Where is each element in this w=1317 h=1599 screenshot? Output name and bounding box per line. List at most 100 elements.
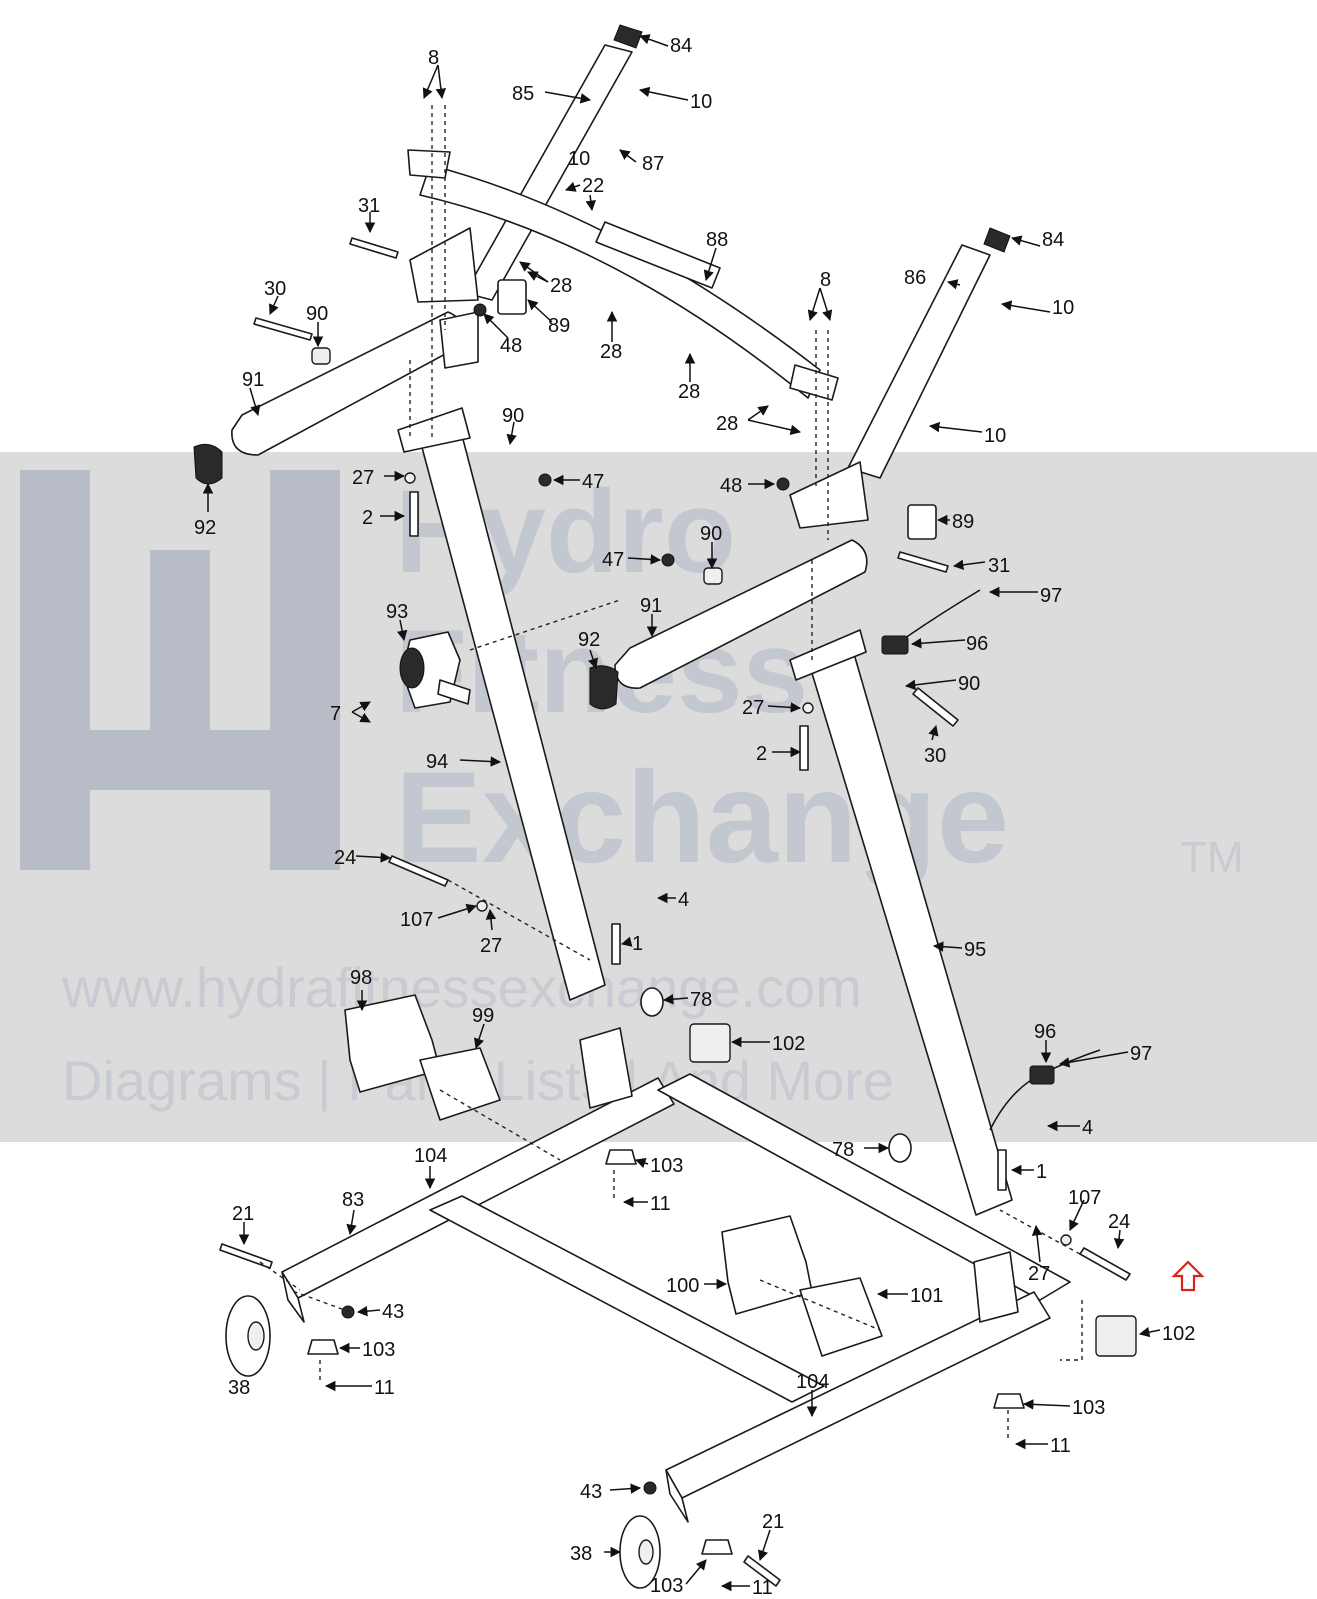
callout-101: 101 [910, 1285, 943, 1307]
watermark: Hydro Fitness Exchange TM www.hydrafitne… [0, 452, 1317, 1142]
callout-89-left: 89 [548, 315, 570, 337]
callout-87: 87 [642, 153, 664, 175]
callout-11-center: 11 [650, 1193, 671, 1215]
wheel-38-front-hub [638, 1539, 654, 1565]
callout-83: 83 [342, 1189, 364, 1211]
callout-labels: 84 85 10 8 87 10 22 88 31 28 30 90 48 89… [194, 35, 1195, 1599]
callout-28-c: 28 [678, 381, 700, 403]
base-crossbar-rear [429, 1195, 825, 1403]
callout-48-left: 48 [500, 335, 522, 357]
bolt-30-left [253, 317, 313, 341]
callout-85: 85 [512, 83, 534, 105]
bolt-31-right [897, 551, 949, 573]
callout-2-b: 2 [756, 743, 767, 765]
pin-1-left [611, 923, 621, 965]
callout-27-a: 27 [352, 467, 374, 489]
callout-11-front: 11 [752, 1577, 773, 1599]
bolt-21-left [219, 1243, 273, 1269]
callout-78-a: 78 [690, 989, 712, 1011]
callout-91-right: 91 [640, 595, 662, 617]
callout-47-b: 47 [602, 549, 624, 571]
callout-84-top: 84 [670, 35, 692, 57]
callout-30-right: 30 [924, 745, 946, 767]
callout-94: 94 [426, 751, 448, 773]
callout-10-right-low: 10 [984, 425, 1006, 447]
foot-103-center [605, 1149, 637, 1165]
callout-47-a: 47 [582, 471, 604, 493]
callout-93: 93 [386, 601, 408, 623]
callout-1-b: 1 [1036, 1161, 1047, 1183]
clip-102-top [689, 1023, 731, 1063]
callout-4-b: 4 [1082, 1117, 1093, 1139]
callout-28-d: 28 [716, 413, 738, 435]
callout-92-left: 92 [194, 517, 216, 539]
pivot-93-shaft [437, 679, 471, 705]
callout-90-c: 90 [700, 523, 722, 545]
handlebar-bracket-left [439, 311, 479, 369]
shroud-99 [419, 1047, 501, 1121]
callout-27-c: 27 [480, 935, 502, 957]
callout-102-top: 102 [772, 1033, 805, 1055]
roller-78-right [888, 1133, 912, 1163]
callout-98: 98 [350, 967, 372, 989]
pin-1-right [997, 1149, 1007, 1191]
callout-96-top: 96 [966, 633, 988, 655]
shroud-101 [799, 1277, 883, 1357]
callout-30-left: 30 [264, 278, 286, 300]
upright-95-bracket [789, 629, 867, 681]
watermark-line3: Exchange [395, 744, 1009, 890]
callout-103-left: 103 [362, 1339, 395, 1361]
nut-48-right [776, 477, 790, 491]
watermark-url: www.hydrafitnessexchange.com [61, 956, 862, 1019]
callout-4-a: 4 [678, 889, 689, 911]
watermark-band [0, 452, 1317, 1142]
nut-47-a [538, 473, 552, 487]
washer-107-right [1060, 1234, 1072, 1246]
callout-11-right: 11 [1050, 1435, 1071, 1457]
callout-10-top: 10 [690, 91, 712, 113]
callout-103-front: 103 [650, 1575, 683, 1597]
clip-102-right [1095, 1315, 1137, 1357]
crossbar-plate-88 [595, 221, 721, 289]
callout-1-a: 1 [632, 933, 643, 955]
callout-90-b: 90 [502, 405, 524, 427]
foot-103-right [993, 1393, 1025, 1409]
roller-78-left [640, 987, 664, 1017]
callout-103-center: 103 [650, 1155, 683, 1177]
foot-103-left [307, 1339, 339, 1355]
callout-97-lower: 97 [1130, 1043, 1152, 1065]
callout-107-left: 107 [400, 909, 433, 931]
callout-88: 88 [706, 229, 728, 251]
bracket-left-mid [409, 227, 479, 303]
pin-2-left [409, 491, 419, 537]
nut-48-left [473, 303, 487, 317]
callout-92-right: 92 [578, 629, 600, 651]
callout-89-right: 89 [952, 511, 974, 533]
callout-31-left: 31 [358, 195, 380, 217]
callout-100: 100 [666, 1275, 699, 1297]
nut-43-front [643, 1481, 657, 1495]
washer-27-a [404, 472, 416, 484]
base-crossbar-front [657, 1073, 1071, 1301]
callout-leaders [202, 34, 1161, 1592]
callout-24-left: 24 [334, 847, 356, 869]
callout-2-a: 2 [362, 507, 373, 529]
bracket-left-top [407, 149, 451, 179]
bolt-24-right [1079, 1247, 1131, 1281]
wheel-38-left-hub [247, 1321, 265, 1351]
callout-103-right: 103 [1072, 1397, 1105, 1419]
base-end-front [665, 1469, 689, 1523]
callout-8-right: 8 [820, 269, 831, 291]
base-end-left [281, 1271, 305, 1323]
socket-right [973, 1251, 1019, 1323]
callout-86: 86 [904, 267, 926, 289]
cap-84-left [613, 24, 643, 49]
callout-27-d: 27 [1028, 1263, 1050, 1285]
upright-86 [847, 244, 991, 479]
callout-11-left: 11 [374, 1377, 395, 1399]
callout-90-a: 90 [306, 303, 328, 325]
callout-22: 22 [582, 175, 604, 197]
pivot-93-roller [399, 647, 425, 689]
bracket-right-mid [789, 461, 869, 529]
